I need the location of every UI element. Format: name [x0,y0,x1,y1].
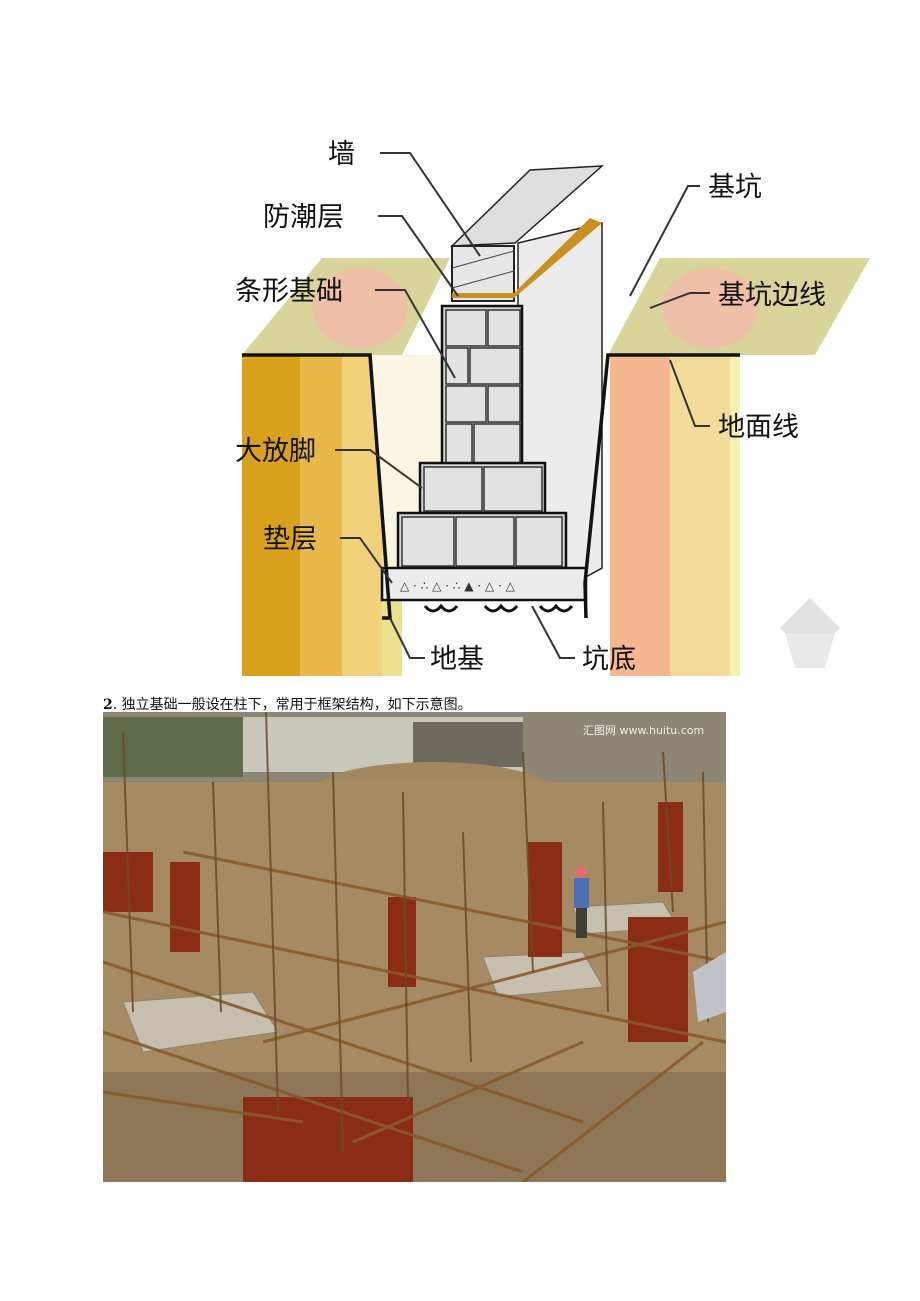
photo-watermark: 汇图网 www.huitu.com [583,724,704,737]
wall-label: 墙 [328,139,355,170]
pit-label: 基坑 [708,172,762,203]
caption-number: 2 [103,697,113,713]
right-soil [608,258,870,676]
worker-figure [574,866,589,938]
svg-text:△ · ∴ △ · ∴ ▲ · △ · △: △ · ∴ △ · ∴ ▲ · △ · △ [400,579,516,593]
footing-step-label: 大放脚 [235,436,316,467]
leader-lines [335,152,710,659]
ground-line-label: 地面线 [718,412,799,443]
pit-bottom-label: 坑底 [582,644,636,675]
caption-text: . 独立基础一般设在柱下，常用于框架结构，如下示意图。 [112,697,472,713]
masonry [396,304,568,570]
strip-foundation-label: 条形基础 [235,276,343,307]
cushion-label: 垫层 [263,524,317,555]
pit-edge-label: 基坑边线 [718,280,826,311]
construction-site-photo: 汇图网 www.huitu.com [103,712,726,1182]
strip-foundation-diagram: △ · ∴ △ · ∴ ▲ · △ · △ 墙 防潮层 条形基础 大放脚 垫层 … [235,139,870,676]
subgrade-label: 地基 [430,644,484,675]
damp-proof-label: 防潮层 [263,202,344,233]
caption: 2. 独立基础一般设在柱下，常用于框架结构，如下示意图。 [103,694,472,714]
logo-icon [780,598,840,668]
